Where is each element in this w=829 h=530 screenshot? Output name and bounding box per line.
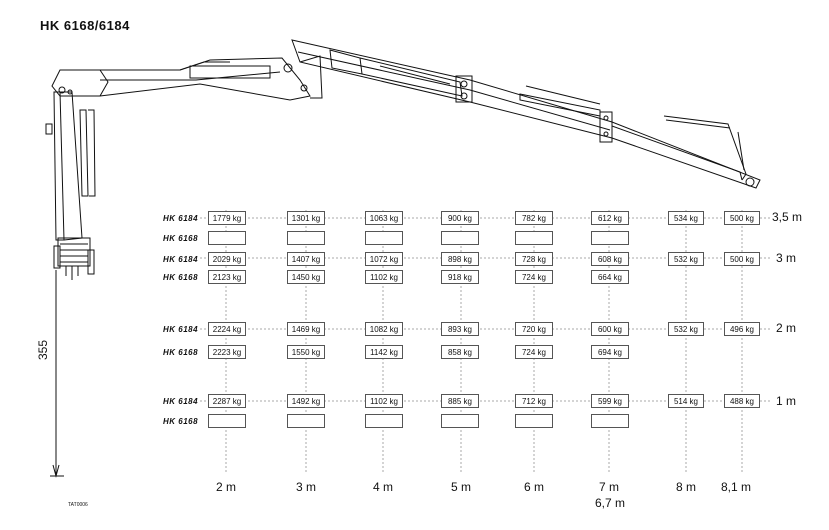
load-cell: 599 kg bbox=[591, 394, 629, 408]
load-cell: 1301 kg bbox=[287, 211, 325, 225]
load-cell: 534 kg bbox=[668, 211, 704, 225]
distance-label: 8,1 m bbox=[720, 480, 751, 494]
drawing-code: TAT0006 bbox=[68, 502, 88, 508]
row-label: HK 6184 bbox=[163, 214, 199, 223]
load-cell: 694 kg bbox=[591, 345, 629, 359]
load-cell: 720 kg bbox=[515, 322, 553, 336]
load-cell: 1550 kg bbox=[287, 345, 325, 359]
load-cell: 1450 kg bbox=[287, 270, 325, 284]
load-cell: 664 kg bbox=[591, 270, 629, 284]
row-label: HK 6168 bbox=[163, 273, 199, 282]
load-cell: 712 kg bbox=[515, 394, 553, 408]
distance-label-extra: 6,7 m bbox=[594, 496, 625, 510]
distance-label: 5 m bbox=[450, 480, 471, 494]
load-cell: 724 kg bbox=[515, 270, 553, 284]
load-cell: 885 kg bbox=[441, 394, 479, 408]
row-label: HK 6184 bbox=[163, 325, 199, 334]
load-cell: 600 kg bbox=[591, 322, 629, 336]
load-cell: 728 kg bbox=[515, 252, 553, 266]
load-cell: 918 kg bbox=[441, 270, 479, 284]
load-cell: 1407 kg bbox=[287, 252, 325, 266]
load-cell: 724 kg bbox=[515, 345, 553, 359]
load-cell: 500 kg bbox=[724, 252, 760, 266]
load-cell: 1492 kg bbox=[287, 394, 325, 408]
load-cell: 1082 kg bbox=[365, 322, 403, 336]
load-cell: 1072 kg bbox=[365, 252, 403, 266]
load-cell: 532 kg bbox=[668, 252, 704, 266]
load-cell: 782 kg bbox=[515, 211, 553, 225]
load-cell: 1063 kg bbox=[365, 211, 403, 225]
load-cell bbox=[515, 414, 553, 428]
load-cell: 898 kg bbox=[441, 252, 479, 266]
load-cell: 488 kg bbox=[724, 394, 760, 408]
load-cell: 608 kg bbox=[591, 252, 629, 266]
load-cell bbox=[208, 231, 246, 245]
load-cell bbox=[591, 231, 629, 245]
row-label: HK 6184 bbox=[163, 255, 199, 264]
load-cell: 1779 kg bbox=[208, 211, 246, 225]
drawing-title: HK 6168/6184 bbox=[40, 18, 130, 33]
load-cell bbox=[208, 414, 246, 428]
load-cell bbox=[365, 414, 403, 428]
load-cell bbox=[287, 231, 325, 245]
distance-label: 8 m bbox=[675, 480, 696, 494]
load-cell: 2123 kg bbox=[208, 270, 246, 284]
load-cell: 496 kg bbox=[724, 322, 760, 336]
row-label: HK 6168 bbox=[163, 417, 199, 426]
load-cell: 514 kg bbox=[668, 394, 704, 408]
load-cell bbox=[287, 414, 325, 428]
distance-label: 4 m bbox=[372, 480, 393, 494]
row-label: HK 6168 bbox=[163, 234, 199, 243]
load-cell: 1142 kg bbox=[365, 345, 403, 359]
load-cell bbox=[441, 231, 479, 245]
height-label: 3 m bbox=[776, 251, 797, 265]
load-cell: 1102 kg bbox=[365, 270, 403, 284]
load-cell: 2223 kg bbox=[208, 345, 246, 359]
load-cell: 2029 kg bbox=[208, 252, 246, 266]
distance-label: 3 m bbox=[295, 480, 316, 494]
height-label: 3,5 m bbox=[772, 210, 803, 224]
load-cell bbox=[591, 414, 629, 428]
load-cell bbox=[515, 231, 553, 245]
distance-label: 6 m bbox=[523, 480, 544, 494]
load-cell: 1102 kg bbox=[365, 394, 403, 408]
height-label: 1 m bbox=[776, 394, 797, 408]
load-cell: 2287 kg bbox=[208, 394, 246, 408]
row-label: HK 6184 bbox=[163, 397, 199, 406]
load-cell: 900 kg bbox=[441, 211, 479, 225]
distance-label: 2 m bbox=[215, 480, 236, 494]
load-cell: 1469 kg bbox=[287, 322, 325, 336]
row-label: HK 6168 bbox=[163, 348, 199, 357]
load-cell bbox=[365, 231, 403, 245]
load-cell: 612 kg bbox=[591, 211, 629, 225]
load-cell: 893 kg bbox=[441, 322, 479, 336]
load-cell: 500 kg bbox=[724, 211, 760, 225]
load-cell: 858 kg bbox=[441, 345, 479, 359]
load-cell bbox=[441, 414, 479, 428]
height-label: 2 m bbox=[776, 321, 797, 335]
distance-label: 7 m bbox=[598, 480, 619, 494]
vertical-dimension-label: 355 bbox=[36, 339, 50, 360]
load-cell: 2224 kg bbox=[208, 322, 246, 336]
load-cell: 532 kg bbox=[668, 322, 704, 336]
